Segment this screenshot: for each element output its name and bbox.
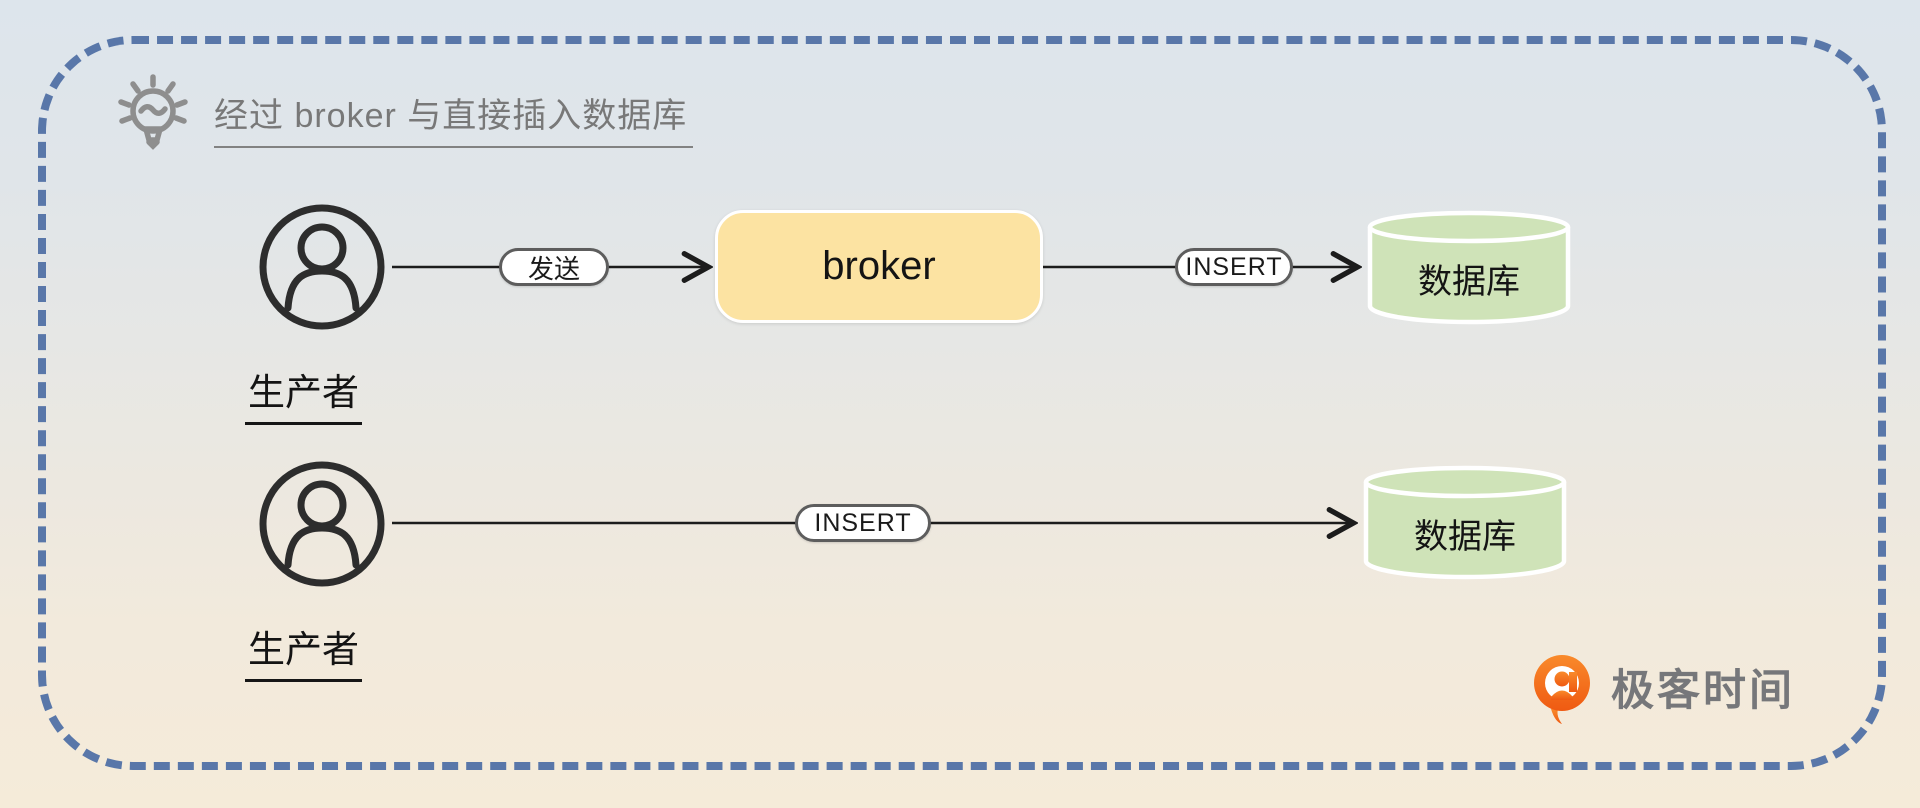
producer-label: 生产者	[245, 619, 362, 682]
geektime-logo-icon	[1534, 655, 1590, 724]
send-edge-label: 发送	[499, 248, 609, 286]
database-node: 数据库	[1362, 464, 1568, 582]
insert-edge-label: INSERT	[1175, 248, 1293, 286]
database-node: 数据库	[1366, 209, 1572, 327]
producer-label: 生产者	[245, 362, 362, 425]
insert-edge-label: INSERT	[795, 504, 931, 542]
database-cylinder-icon	[1367, 210, 1571, 325]
diagram-title: 经过 broker 与直接插入数据库	[214, 88, 694, 148]
broker-node: broker	[715, 210, 1043, 323]
brand-name: 极客时间	[1611, 667, 1795, 715]
lightbulb-icon	[118, 74, 188, 150]
database-label: 数据库	[1418, 262, 1520, 301]
database-cylinder-icon	[1363, 465, 1567, 580]
brand-logo: 极客时间	[1525, 650, 1795, 724]
dashed-border-frame	[38, 36, 1886, 770]
producer-icon	[259, 204, 385, 330]
producer-icon	[259, 461, 385, 587]
database-label: 数据库	[1414, 517, 1516, 556]
